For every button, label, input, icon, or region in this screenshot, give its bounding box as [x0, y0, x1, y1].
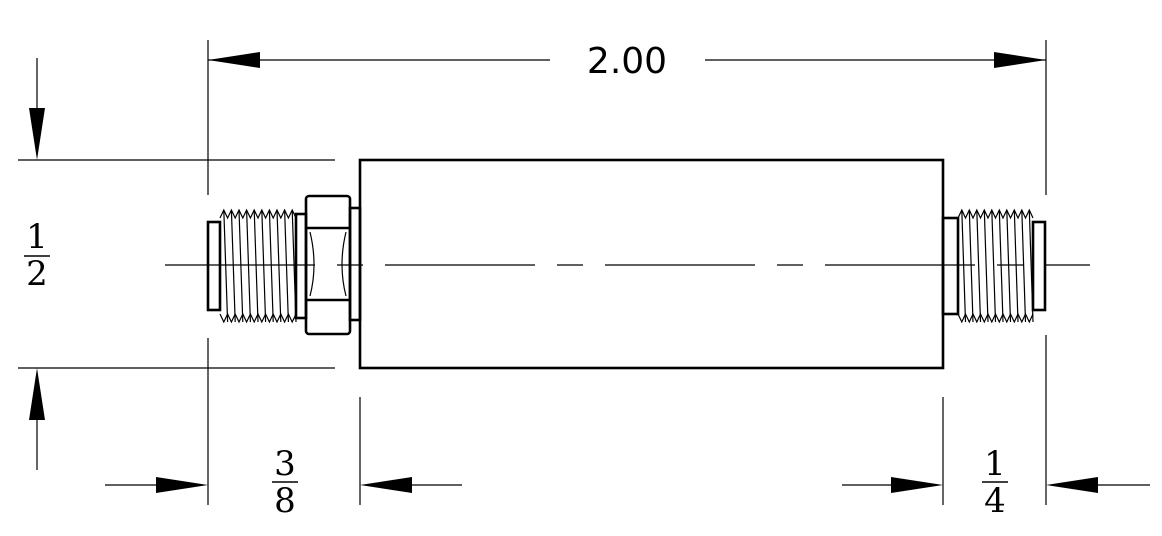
- thread-line: [991, 209, 997, 323]
- thread-line: [268, 209, 274, 323]
- thread-line: [968, 209, 974, 323]
- thread-line: [253, 209, 259, 323]
- thread-line: [223, 209, 229, 323]
- thread-line: [983, 209, 989, 323]
- thread-line: [246, 209, 251, 323]
- thread-line: [1021, 209, 1027, 323]
- arrow-left-icon: [1046, 477, 1098, 493]
- thread-line: [261, 209, 267, 323]
- right-fitting-dimension: 1 4: [842, 335, 1150, 521]
- height-numerator: 1: [26, 217, 48, 257]
- arrow-down-icon: [29, 108, 45, 160]
- thread-line: [291, 209, 297, 323]
- overall-length-dimension: 2.00: [207, 40, 1047, 195]
- thread-line: [1028, 209, 1034, 323]
- left-fitting-denominator: 8: [274, 481, 296, 521]
- right-fitting-numerator: 1: [984, 444, 1006, 484]
- overall-length-label: 2.00: [587, 41, 667, 82]
- thread-line: [276, 209, 282, 323]
- thread-line: [230, 209, 236, 323]
- thread-line: [1013, 209, 1019, 323]
- left-threaded-connector: [206, 208, 308, 324]
- height-dimension: 1 2: [18, 58, 335, 470]
- height-denominator: 2: [26, 254, 48, 294]
- left-fitting-dimension: 3 8: [105, 338, 462, 521]
- left-fitting-numerator: 3: [274, 444, 296, 484]
- right-fitting-denominator: 4: [984, 481, 1006, 521]
- thread-line: [1006, 209, 1012, 323]
- arrow-up-icon: [29, 368, 45, 420]
- arrow-left-icon: [360, 477, 412, 493]
- body-outline: [358, 158, 945, 370]
- thread-line: [284, 209, 289, 323]
- thread-line: [238, 209, 244, 323]
- arrow-right-icon: [891, 477, 943, 493]
- thread-line: [976, 209, 982, 323]
- right-threaded-connector: [941, 208, 1047, 324]
- arrow-right-icon: [994, 52, 1046, 68]
- arrow-right-icon: [156, 477, 208, 493]
- thread-line: [961, 209, 967, 323]
- arrow-left-icon: [208, 52, 260, 68]
- thread-line: [998, 209, 1004, 323]
